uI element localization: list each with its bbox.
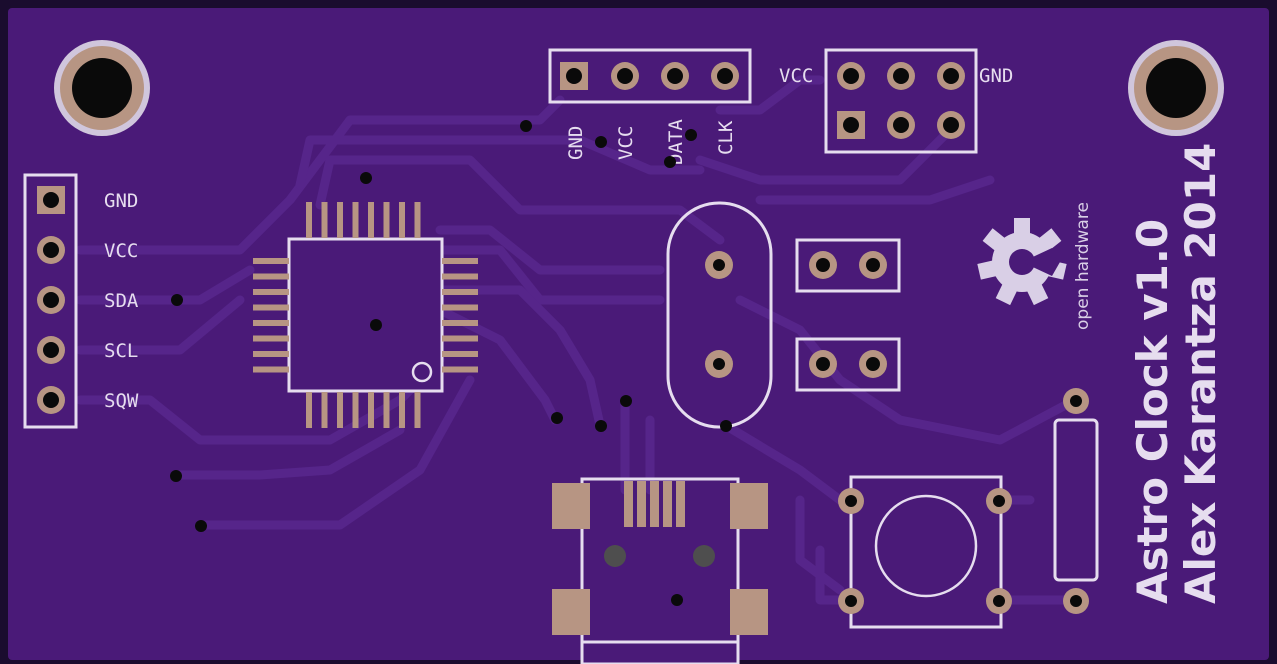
qfp-pad [321,392,328,428]
qfp-pad [352,202,359,238]
capacitor-top [795,238,901,293]
mounting-hole-left [54,40,150,136]
qfp-pad [442,273,478,280]
qfp-pad [253,335,289,342]
capacitor-bottom [795,337,901,392]
resistor [1053,388,1099,614]
qfp-pad [253,289,289,295]
left-pin-label-vcc: VCC [104,240,138,262]
vias [170,120,732,606]
qfp-pad [414,392,421,428]
isp-header [824,48,978,154]
left-pin-label-scl: SCL [104,340,138,362]
board-author: Alex Karantza 2014 [1176,143,1225,604]
left-pin-label-gnd: GND [104,190,138,212]
qfp-pad [399,392,405,428]
left-header [23,173,78,429]
mounting-hole-right [1128,40,1224,136]
qfp-pad [442,289,478,295]
usb-connector [552,477,768,664]
left-pin-label-sqw: SQW [104,390,139,412]
microcontroller-chip [253,202,478,428]
gear-tooth [1014,218,1030,236]
qfp-pad [337,392,343,428]
qfp-pad [253,366,289,373]
qfp-pad [442,351,478,357]
qfp-pad [253,273,289,280]
qfp-pad [352,392,359,428]
qfp-pad [442,304,478,311]
top-pin-label-gnd: GND [565,126,587,160]
top-header [548,48,752,104]
qfp-pad [383,392,390,428]
tactile-button [838,475,1012,629]
qfp-pad [442,258,478,264]
qfp-pad [399,202,405,238]
qfp-pad [306,202,312,238]
qfp-pad [253,304,289,311]
open-hardware-text: open hardware [1073,202,1093,330]
qfp-pad [368,392,374,428]
isp-label-vcc: VCC [779,65,813,87]
board-title: Astro Clock v1.0 [1128,219,1177,604]
qfp-pad [368,202,374,238]
top-pin-label-data: DATA [665,119,687,165]
qfp-pad [253,320,289,326]
qfp-pad [414,202,421,238]
crystal-oscillator [666,201,773,429]
qfp-pad [442,320,478,326]
top-pin-label-clk: CLK [715,120,737,155]
qfp-pad [442,335,478,342]
qfp-pad [253,351,289,357]
top-pin-label-vcc: VCC [615,126,637,160]
isp-label-gnd: GND [979,65,1013,87]
open-hardware-logo-icon [977,218,1067,306]
qfp-pad [442,366,478,373]
qfp-pad [253,258,289,264]
qfp-pad [321,202,328,238]
left-pin-label-sda: SDA [104,290,139,312]
qfp-pad [306,392,312,428]
qfp-pad [383,202,390,238]
qfp-pad [337,202,343,238]
